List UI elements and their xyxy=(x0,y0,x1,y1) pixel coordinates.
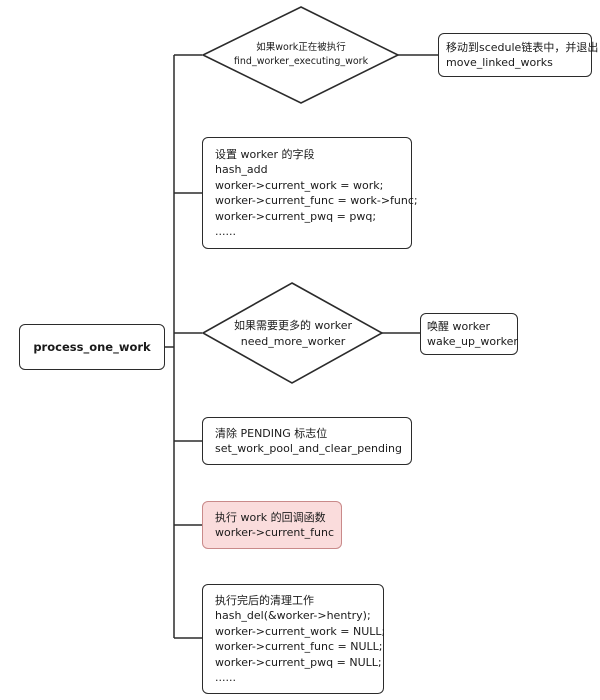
decision-diamond-more-worker xyxy=(201,282,384,384)
result-executing-line2: move_linked_works xyxy=(446,56,553,69)
decision-more-worker-line2: need_more_worker xyxy=(240,335,346,348)
step-cleanup-line: worker->current_pwq = NULL; xyxy=(215,655,382,669)
step-node-clear-pending: 清除 PENDING 标志位 set_work_pool_and_clear_p… xyxy=(202,417,412,465)
step-node-run-callback: 执行 work 的回调函数 worker->current_func xyxy=(202,501,342,549)
result-more-worker-line2: wake_up_worker xyxy=(427,335,518,348)
step-node-set-fields: 设置 worker 的字段 hash_add worker->current_w… xyxy=(202,137,418,249)
step-clear-pending-line: set_work_pool_and_clear_pending xyxy=(215,442,402,455)
step-cleanup-line: ...... xyxy=(215,671,236,684)
step-set-fields-line: ...... xyxy=(215,225,236,238)
root-node-label: process_one_work xyxy=(33,340,151,354)
step-node-cleanup: 执行完后的清理工作 hash_del(&worker->hentry); wor… xyxy=(202,584,386,694)
decision-executing-line1: 如果work正在被执行 xyxy=(256,42,346,53)
decision-text-executing: 如果work正在被执行 find_worker_executing_work xyxy=(210,36,392,74)
step-cleanup-line: worker->current_work = NULL; xyxy=(215,624,386,638)
result-node-move-linked-works: 移动到scedule链表中，并退出 move_linked_works xyxy=(438,33,599,77)
result-node-wake-up-worker: 唤醒 worker wake_up_worker xyxy=(420,313,518,355)
step-run-callback-line: 执行 work 的回调函数 xyxy=(215,510,326,524)
step-set-fields-line: hash_add xyxy=(215,163,268,176)
root-node-process-one-work: process_one_work xyxy=(19,324,165,370)
result-executing-line1: 移动到scedule链表中，并退出 xyxy=(446,40,599,54)
decision-more-worker-line1: 如果需要更多的 worker xyxy=(233,319,352,332)
decision-executing-line2: find_worker_executing_work xyxy=(233,56,369,67)
step-cleanup-line: hash_del(&worker->hentry); xyxy=(215,609,371,622)
result-more-worker-line1: 唤醒 worker xyxy=(427,319,491,333)
decision-diamond-executing xyxy=(201,6,400,104)
step-clear-pending-line: 清除 PENDING 标志位 xyxy=(215,426,328,440)
step-run-callback-line: worker->current_func xyxy=(215,526,335,539)
step-set-fields-line: worker->current_work = work; xyxy=(215,178,384,192)
step-set-fields-line: 设置 worker 的字段 xyxy=(215,147,315,161)
step-set-fields-line: worker->current_pwq = pwq; xyxy=(215,209,377,223)
step-set-fields-line: worker->current_func = work->func; xyxy=(215,194,418,207)
step-cleanup-line: worker->current_func = NULL; xyxy=(215,640,383,653)
step-cleanup-line: 执行完后的清理工作 xyxy=(215,593,314,607)
decision-text-more-worker: 如果需要更多的 worker need_more_worker xyxy=(212,316,374,352)
